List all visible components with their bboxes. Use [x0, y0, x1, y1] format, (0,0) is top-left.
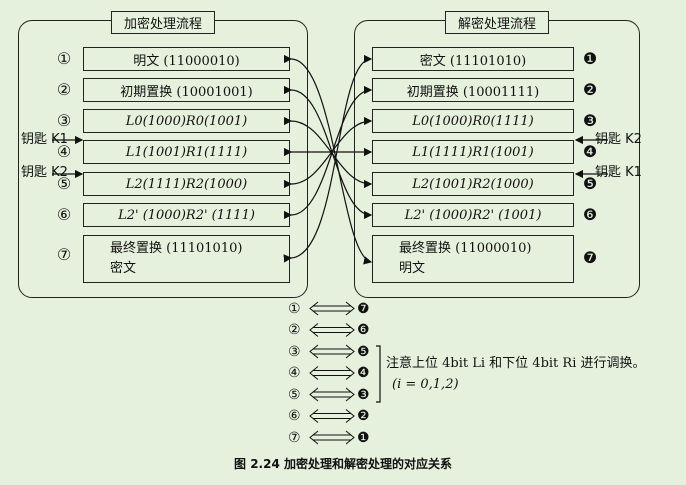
enc-num-1: ①: [56, 49, 72, 68]
map-left-5: ⑤: [288, 387, 301, 403]
map-right-4: ❹: [357, 365, 370, 381]
dec-step-6-text: L2' (1000)R2' (1001): [404, 207, 542, 223]
dec-num-7: ❼: [582, 248, 598, 267]
map-right-6: ❷: [357, 408, 370, 424]
map-left-6: ⑥: [288, 408, 301, 424]
enc-key2-label: 钥匙 K2: [21, 165, 68, 180]
dec-step-1: 密文 (11101010): [372, 47, 574, 71]
dec-key2-label: 钥匙 K2: [595, 132, 642, 147]
dec-step-6: L2' (1000)R2' (1001): [372, 203, 574, 227]
enc-step-3: L0(1000)R0(1001): [83, 109, 290, 133]
dec-step-5-text: L2(1001)R2(1000): [412, 176, 534, 192]
enc-num-6: ⑥: [56, 205, 72, 224]
dec-step-7-line2: 明文: [399, 261, 426, 276]
enc-step-7: 最终置换 (11101010) 密文: [83, 235, 290, 283]
enc-num-3: ③: [56, 111, 72, 130]
map-right-3: ❺: [357, 344, 370, 360]
map-left-2: ②: [288, 322, 301, 338]
enc-step-4: L1(1001)R1(1111): [83, 140, 290, 164]
dec-step-7-line1: 最终置换 (11000010): [399, 241, 532, 256]
enc-key1-label: 钥匙 K1: [21, 132, 68, 147]
swap-note: 注意上位 4bit Li 和下位 4bit Ri 进行调换。: [386, 356, 646, 371]
dec-num-4: ❹: [582, 142, 598, 161]
index-note: (i = 0,1,2): [392, 377, 459, 392]
encrypt-title: 加密处理流程: [110, 11, 216, 34]
enc-step-4-text: L1(1001)R1(1111): [125, 144, 248, 160]
enc-step-5: L2(1111)R2(1000): [83, 172, 290, 196]
dec-num-1: ❶: [582, 49, 598, 68]
dec-num-6: ❻: [582, 205, 598, 224]
enc-step-6: L2' (1000)R2' (1111): [83, 203, 290, 227]
map-right-2: ❻: [357, 322, 370, 338]
map-left-4: ④: [288, 365, 301, 381]
dec-num-2: ❷: [582, 80, 598, 99]
map-right-1: ❼: [357, 301, 370, 317]
enc-step-3-text: L0(1000)R0(1001): [125, 113, 248, 129]
map-left-7: ⑦: [288, 430, 301, 446]
map-right-7: ❶: [357, 430, 370, 446]
figure-caption: 图 2.24 加密处理和解密处理的对应关系: [234, 457, 452, 471]
dec-step-5: L2(1001)R2(1000): [372, 172, 574, 196]
enc-num-2: ②: [56, 80, 72, 99]
enc-step-7-line1: 最终置换 (11101010): [110, 241, 243, 256]
map-left-3: ③: [288, 344, 301, 360]
dec-key1-label: 钥匙 K1: [595, 165, 642, 180]
enc-step-2: 初期置换 (10001001): [83, 78, 290, 102]
enc-num-7: ⑦: [56, 245, 72, 264]
enc-step-6-text: L2' (1000)R2' (1111): [118, 207, 255, 223]
enc-step-1: 明文 (11000010): [83, 47, 290, 71]
decrypt-title: 解密处理流程: [444, 11, 550, 34]
dec-step-4: L1(1111)R1(1001): [372, 140, 574, 164]
map-left-1: ①: [288, 301, 301, 317]
dec-step-2: 初期置换 (10001111): [372, 78, 574, 102]
enc-num-5: ⑤: [56, 174, 72, 193]
dec-num-5: ❺: [582, 174, 598, 193]
dec-step-7: 最终置换 (11000010) 明文: [372, 235, 574, 283]
dec-num-3: ❸: [582, 111, 598, 130]
enc-step-7-line2: 密文: [110, 261, 137, 276]
dec-step-3-text: L0(1000)R0(1111): [412, 113, 534, 129]
dec-step-4-text: L1(1111)R1(1001): [412, 144, 534, 160]
decrypt-panel: 解密处理流程: [354, 11, 640, 298]
map-right-5: ❸: [357, 387, 370, 403]
dec-step-3: L0(1000)R0(1111): [372, 109, 574, 133]
enc-num-4: ④: [56, 142, 72, 161]
enc-step-5-text: L2(1111)R2(1000): [125, 176, 248, 192]
